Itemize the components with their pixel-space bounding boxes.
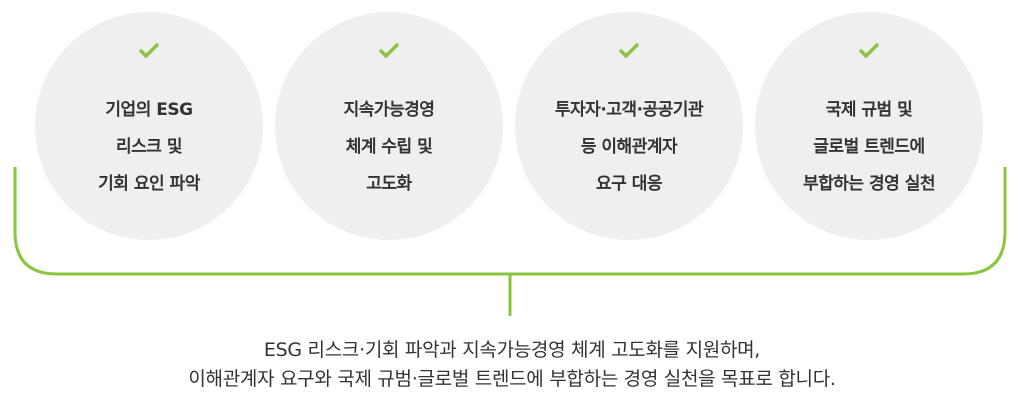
goal-text: 체계 수립 및 — [345, 137, 433, 157]
goal-text: 등 이해관계자 — [580, 137, 678, 157]
goal-text: 기회 요인 파악 — [98, 174, 200, 194]
check-icon — [378, 42, 400, 58]
summary-line-1: ESG 리스크·기회 파악과 지속가능경영 체계 고도화를 지원하며, — [263, 339, 761, 361]
goal-text: 투자자·고객·공공기관 — [554, 100, 704, 120]
check-icon — [618, 42, 640, 58]
summary-text: ESG 리스크·기회 파악과 지속가능경영 체계 고도화를 지원하며, 이해관계… — [0, 336, 1024, 394]
check-icon — [858, 42, 880, 58]
goal-text: 부합하는 경영 실천 — [803, 174, 935, 194]
goal-text: 글로벌 트렌드에 — [813, 137, 925, 157]
goal-text: 리스크 및 — [116, 137, 182, 157]
goal-text: 고도화 — [366, 174, 412, 194]
check-icon — [138, 42, 160, 58]
goal-text: 기업의 ESG — [105, 100, 193, 120]
summary-line-2: 이해관계자 요구와 국제 규범·글로벌 트렌드에 부합하는 경영 실천을 목표로… — [188, 368, 836, 390]
goal-text: 지속가능경영 — [343, 100, 435, 120]
goal-text: 요구 대응 — [596, 174, 662, 194]
goal-text: 국제 규범 및 — [825, 100, 913, 120]
